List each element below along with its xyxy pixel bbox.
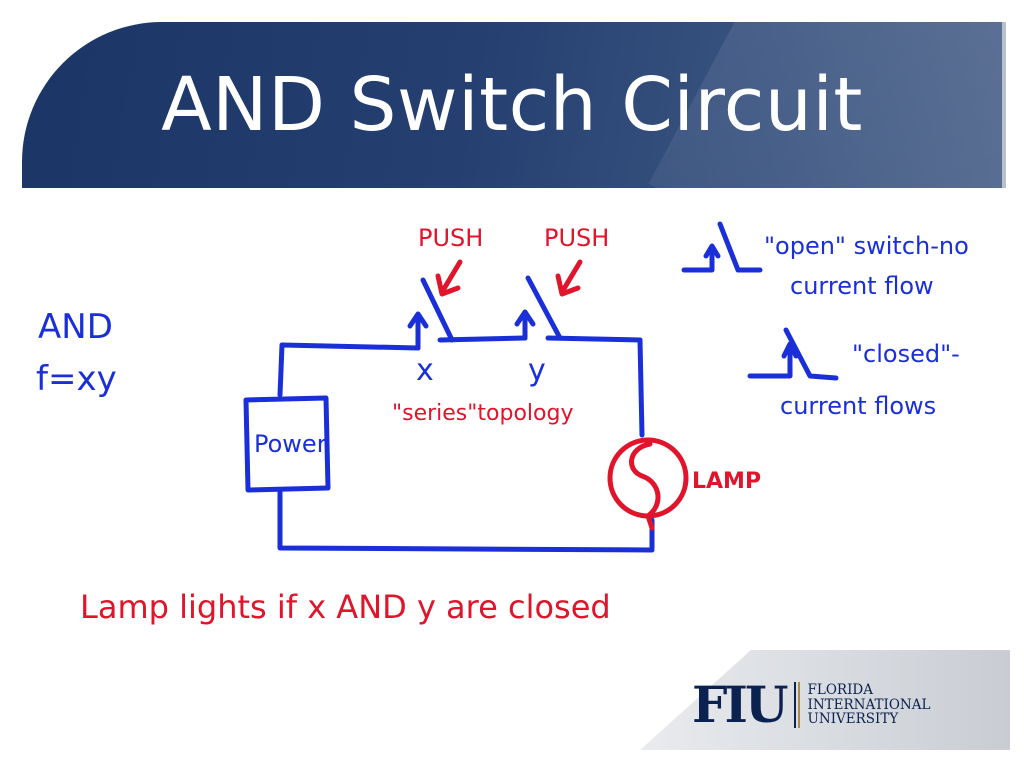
fiu-logo-name: FLORIDA INTERNATIONAL UNIVERSITY [808,683,931,727]
lamp: LAMP [607,437,761,531]
banner-edge [1002,22,1006,188]
fiu-logo-mark: FIU [692,675,788,734]
switch-x-label: x [416,353,434,388]
logo-line-university: UNIVERSITY [807,711,899,728]
legend-open-line1: "open" switch-no [764,232,969,260]
legend-open-line2: current flow [790,272,934,300]
legend-closed-line2: current flows [780,392,936,420]
legend-closed-line1: "closed"- [852,340,960,368]
legend-open-switch: "open" switch-no current flow [681,221,969,300]
push-label-x: PUSH [418,224,483,252]
and-label: AND [38,307,113,347]
whiteboard-diagram: AND f=xy Power [36,221,969,626]
logo-divider [793,682,796,728]
power-source: Power [243,395,331,493]
slide-title: AND Switch Circuit [161,62,863,148]
title-banner [22,22,1004,188]
lamp-label: LAMP [692,469,761,494]
topology-note: "series"topology [392,401,573,426]
push-arrow-x [435,259,463,297]
switch-y-label: y [528,353,546,388]
push-arrow-y [555,259,583,297]
push-label-y: PUSH [544,224,609,252]
logo-line-florida: FLORIDA [807,682,873,699]
circuit-wires [277,275,655,553]
power-label: Power [254,430,327,458]
caption: Lamp lights if x AND y are closed [80,588,611,626]
logo-line-international: INTERNATIONAL [807,696,931,713]
fiu-logo: FIU FLORIDA INTERNATIONAL UNIVERSITY [692,680,930,730]
legend-closed-switch: "closed"- current flows [747,327,960,420]
function-label: f=xy [36,359,117,399]
